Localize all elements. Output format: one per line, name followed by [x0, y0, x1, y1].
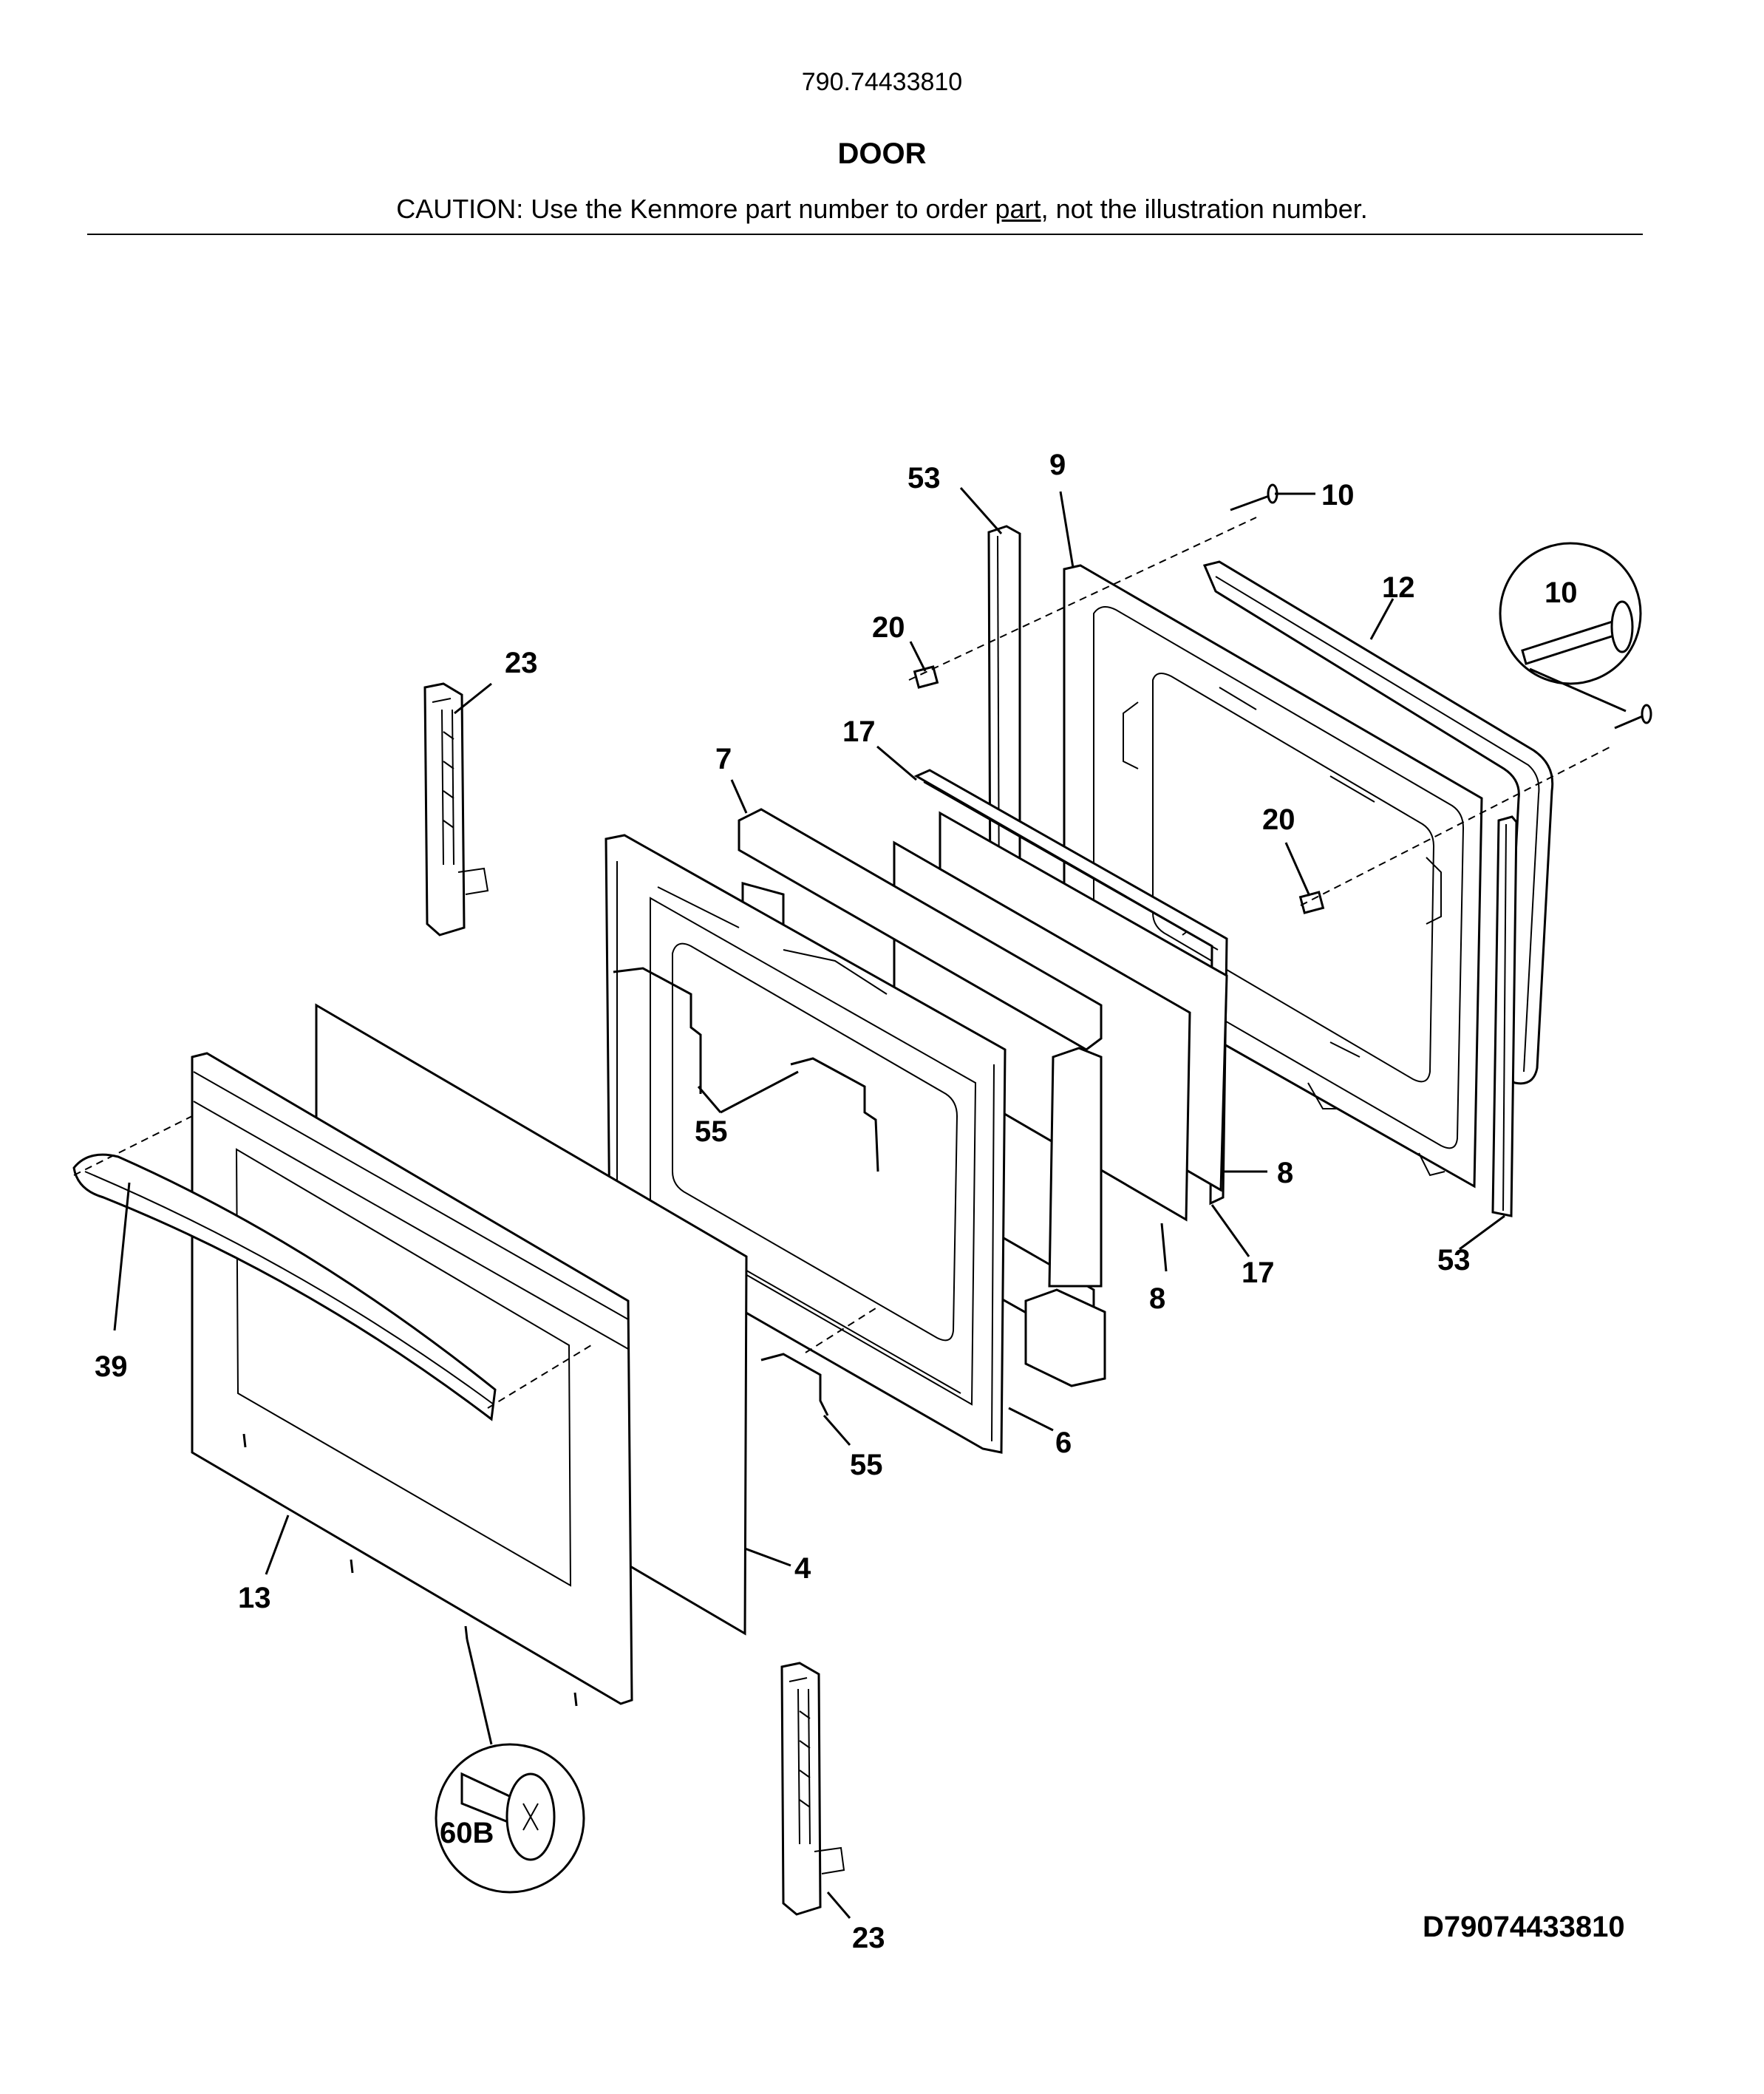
section-title: DOOR [837, 137, 927, 170]
callout-17-bottom: 17 [1242, 1257, 1275, 1289]
part-10-detail-circle [1499, 542, 1642, 713]
part-55-bracket-upper-left [613, 967, 702, 1094]
callout-10-top: 10 [1321, 479, 1355, 511]
callout-55-bottom: 55 [850, 1449, 883, 1481]
part-10-screw-right [1614, 704, 1652, 730]
caution-suffix: , not the illustration number. [1041, 194, 1368, 224]
callout-8-bottom: 8 [1149, 1282, 1165, 1315]
callout-60b: 60B [440, 1817, 494, 1849]
part-55-bracket-upper-right [790, 1057, 879, 1172]
part-23-hinge-top [423, 682, 489, 936]
part-20-clip-top [913, 665, 939, 689]
callout-12: 12 [1382, 571, 1415, 604]
part-53-side-trim-bottom [1491, 815, 1518, 1217]
part-10-screw-top [1230, 483, 1278, 511]
callout-23-top: 23 [505, 647, 538, 679]
part-6-inner-panel [605, 834, 1007, 1454]
diagram-code: D79074433810 [1423, 1911, 1625, 1943]
callout-53-bottom: 53 [1437, 1244, 1471, 1277]
part-9-inner-liner [1063, 564, 1483, 1189]
callout-13: 13 [238, 1582, 271, 1614]
header-rule [87, 234, 1643, 235]
callout-20-mid: 20 [1262, 803, 1295, 836]
callout-39: 39 [95, 1350, 128, 1383]
callout-7: 7 [715, 743, 732, 775]
part-23-hinge-bottom [780, 1662, 845, 1916]
callout-10-detail: 10 [1545, 577, 1578, 609]
part-60b-screw-detail [435, 1743, 585, 1894]
callout-6: 6 [1055, 1427, 1072, 1459]
callout-23-bottom: 23 [852, 1922, 885, 1954]
callout-53-top: 53 [907, 462, 941, 494]
callout-4: 4 [794, 1552, 811, 1585]
callout-20-top: 20 [872, 611, 905, 644]
part-39-handle [72, 1153, 497, 1421]
callout-8-right: 8 [1277, 1157, 1293, 1189]
part-link[interactable]: part [995, 194, 1041, 224]
part-13-outer-door [191, 1052, 633, 1707]
part-12-gasket [1202, 560, 1554, 1085]
leader-lines [113, 487, 1505, 1919]
callout-17-top: 17 [842, 715, 876, 748]
part-55-bracket-lower [760, 1353, 829, 1416]
caution-prefix: CAUTION: Use the Kenmore part number to … [396, 194, 995, 224]
part-20-clip-mid [1298, 891, 1325, 914]
model-number: 790.74433810 [801, 68, 963, 96]
caution-note: CAUTION: Use the Kenmore part number to … [0, 194, 1764, 225]
callout-55-mid: 55 [695, 1115, 728, 1148]
callout-9: 9 [1049, 449, 1066, 481]
part-17-window-channel [913, 769, 1228, 1206]
alignment-lines [73, 517, 1612, 1409]
